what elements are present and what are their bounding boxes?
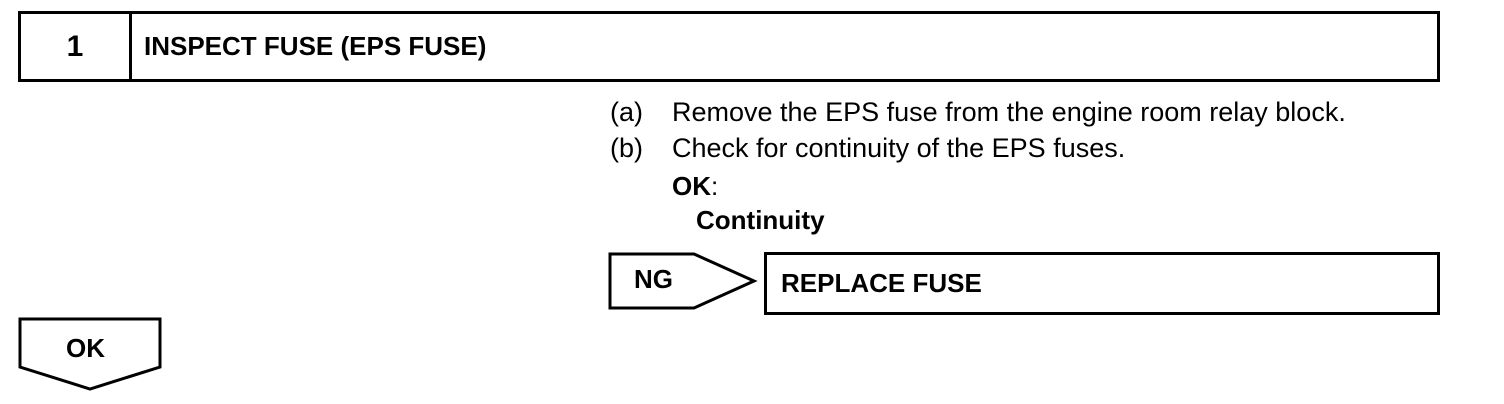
instruction-marker: (a) [610,97,643,127]
ok-criteria-label: OK: [672,171,718,202]
ok-arrow-label: OK [66,333,105,363]
ng-result-text: REPLACE FUSE [781,268,982,298]
step-number: 1 [21,14,132,79]
specification-value: Continuity [696,205,825,235]
instruction-text: Check for continuity of the EPS fuses. [672,133,1126,163]
ok-criteria-text: OK [672,171,711,201]
step-header: 1 INSPECT FUSE (EPS FUSE) [18,11,1440,82]
ng-label: NG [634,264,673,294]
ok-criteria-colon: : [711,171,719,201]
instruction-text: Remove the EPS fuse from the engine room… [672,97,1346,127]
instruction-marker: (b) [610,133,643,163]
step-title: INSPECT FUSE (EPS FUSE) [144,31,487,61]
ng-arrow-icon [608,252,758,310]
ok-down-arrow-icon [18,317,162,391]
ng-result-box: REPLACE FUSE [764,252,1440,315]
